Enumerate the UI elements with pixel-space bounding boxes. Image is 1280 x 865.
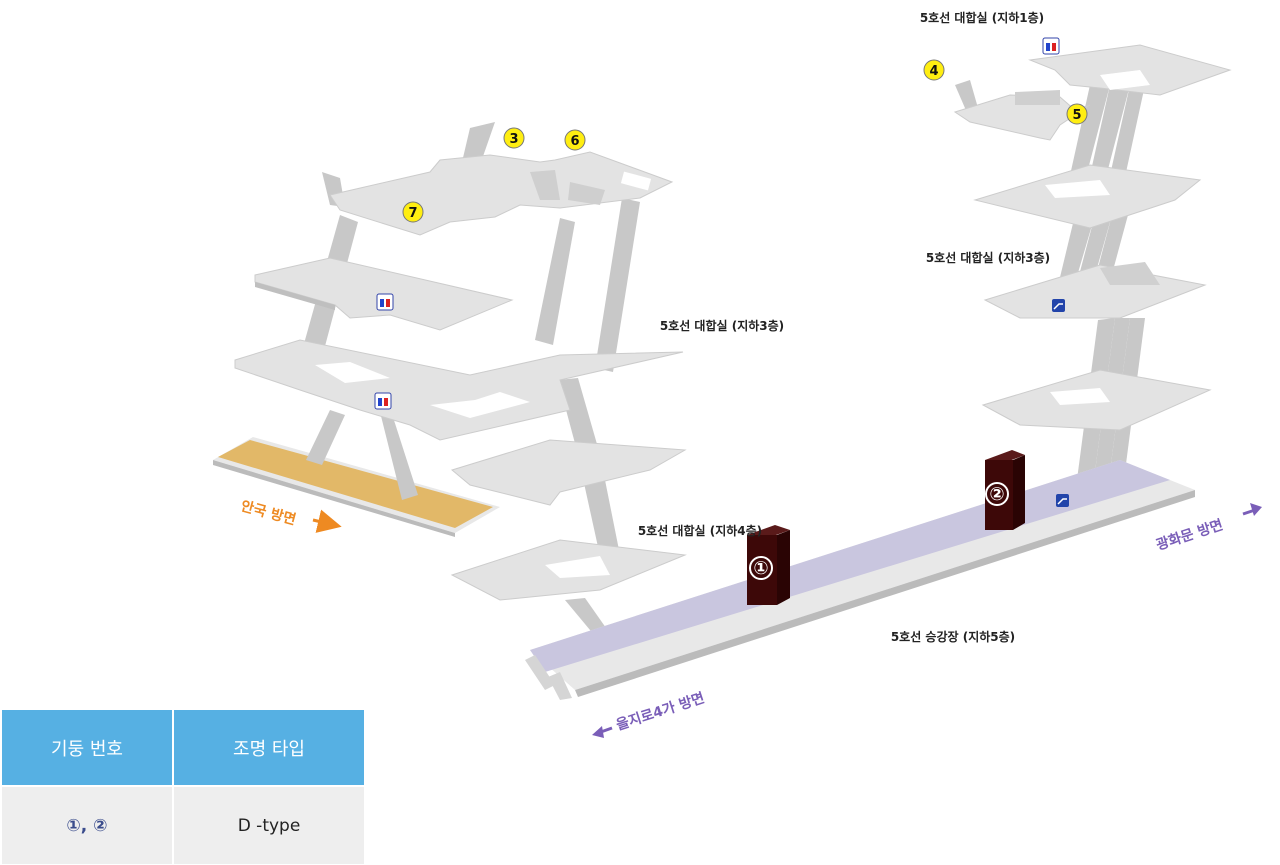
svg-text:안국 방면: 안국 방면 <box>239 497 298 528</box>
arrow-right-icon <box>312 509 342 533</box>
legend-value-light: D -type <box>173 785 366 864</box>
restroom-icon <box>1042 37 1060 55</box>
mid-floor-b4 <box>450 439 687 601</box>
direction-euljiro: 을지로4가 방면 <box>592 689 707 738</box>
exit-marker-3[interactable]: 3 <box>503 127 525 149</box>
svg-text:3: 3 <box>509 132 518 147</box>
legend-table: 기둥 번호 조명 타입 ①, ② D -type <box>2 710 366 864</box>
pillar-2-number: ② <box>989 484 1004 505</box>
svg-text:을지로4가 방면: 을지로4가 방면 <box>614 689 707 734</box>
exit-marker-5[interactable]: 5 <box>1066 103 1088 125</box>
legend-value-pillar: ①, ② <box>2 785 174 864</box>
label-b5: 5호선 승강장 (지하5층) <box>891 629 1015 644</box>
label-b4: 5호선 대합실 (지하4층) <box>638 523 762 538</box>
direction-gwanghwamun: 광화문 방면 <box>1154 503 1262 554</box>
restroom-icon <box>374 392 392 410</box>
exit-marker-4[interactable]: 4 <box>923 59 945 81</box>
direction-anguk: 안국 방면 <box>239 497 342 533</box>
right-floor-b4 <box>981 369 1212 431</box>
exit-marker-7[interactable]: 7 <box>402 201 424 223</box>
pillar-2[interactable]: ② <box>985 450 1025 530</box>
legend-header-pillar: 기둥 번호 <box>2 710 174 786</box>
left-floor-b3 <box>234 339 684 441</box>
svg-text:4: 4 <box>929 64 938 79</box>
exit-marker-6[interactable]: 6 <box>564 129 586 151</box>
right-floor-b3 <box>983 262 1207 319</box>
escalator-icon <box>1052 299 1065 312</box>
svg-text:광화문 방면: 광화문 방면 <box>1154 516 1225 554</box>
escalator-icon <box>1056 494 1069 507</box>
legend-header-light: 조명 타입 <box>173 710 366 786</box>
right-floor-b2 <box>973 164 1202 229</box>
svg-text:6: 6 <box>570 134 579 149</box>
label-b1: 5호선 대합실 (지하1층) <box>920 10 1044 25</box>
anguk-platform <box>213 437 500 537</box>
label-b3-mid: 5호선 대합실 (지하3층) <box>660 318 784 333</box>
svg-text:5: 5 <box>1072 108 1081 123</box>
right-floor-b1 <box>953 44 1232 141</box>
svg-text:7: 7 <box>408 206 417 221</box>
pillar-1-number: ① <box>753 558 768 579</box>
label-b3-right: 5호선 대합실 (지하3층) <box>926 250 1050 265</box>
pillar-1[interactable]: ① <box>747 525 790 605</box>
restroom-icon <box>376 293 394 311</box>
